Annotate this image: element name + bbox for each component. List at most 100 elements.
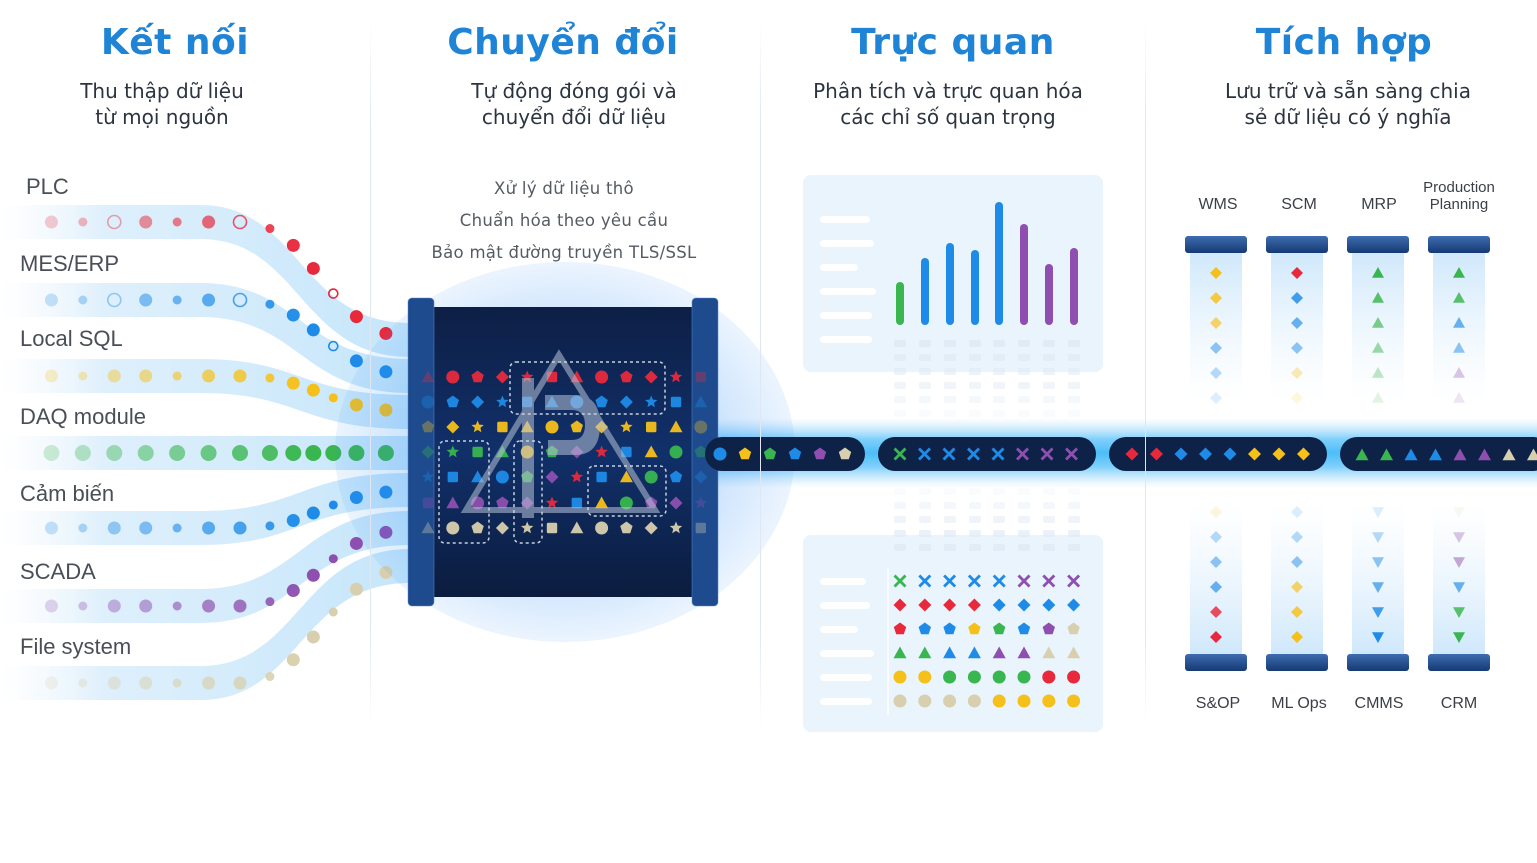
data-packet-diamond-icon <box>495 370 509 384</box>
data-packet-circle-icon <box>349 582 363 596</box>
data-packet-circle-icon <box>261 445 278 461</box>
data-packet-triangle-icon <box>1478 448 1491 461</box>
fade-cell <box>944 382 956 389</box>
data-packet-circle-icon <box>545 420 559 434</box>
data-packet-pentagon-icon <box>620 370 633 383</box>
data-packet-triangle-icon <box>570 521 584 534</box>
data-packet-circle-icon <box>306 383 320 397</box>
data-packet-circle-icon <box>286 238 300 252</box>
data-packet-square-icon <box>472 446 483 458</box>
data-packet-circle-icon <box>44 676 58 690</box>
subtitle-line: Lưu trữ và sẵn sàng chia <box>1225 79 1471 103</box>
fade-cell <box>944 410 956 417</box>
data-packet-diamond-icon <box>943 598 957 612</box>
fade-cell <box>919 516 931 523</box>
data-packet-circle-icon <box>78 217 88 227</box>
fade-cell <box>993 382 1005 389</box>
data-packet-cross-icon <box>1040 447 1054 461</box>
system-label-production-planning: Production Planning <box>1414 179 1504 213</box>
data-packet-star-icon <box>570 470 583 483</box>
data-packet-triangle-icon <box>421 521 435 534</box>
data-packet-diamond-icon <box>1067 598 1081 612</box>
fade-cell <box>1068 410 1080 417</box>
data-packet-diamond-icon <box>694 470 708 484</box>
data-packet-pentagon-icon <box>788 447 802 460</box>
source-ribbons <box>0 205 433 700</box>
data-packet-circle-icon <box>106 445 123 461</box>
data-packet-star-icon <box>496 395 509 408</box>
fade-cell <box>1018 544 1030 551</box>
data-packet-star-icon <box>595 445 608 458</box>
data-packet-triangle-icon <box>421 370 435 383</box>
data-packet-triangle-icon <box>471 470 485 483</box>
data-packet-pentagon-icon <box>1067 622 1080 635</box>
data-packet-cross-icon <box>992 574 1006 588</box>
data-packet-triangle-icon <box>1453 317 1465 328</box>
data-packet-pentagon-icon <box>496 496 509 509</box>
data-packet-triangle-icon <box>1453 342 1465 353</box>
fade-cell <box>993 410 1005 417</box>
data-packet-square-icon <box>646 421 657 433</box>
data-packet-circle-icon <box>967 694 981 708</box>
data-packet-diamond-icon <box>495 521 509 535</box>
data-packet-triangle-icon <box>1067 646 1081 659</box>
data-packet-circle-icon <box>139 676 153 690</box>
data-packet-circle-icon <box>306 506 320 520</box>
data-packet-diamond-icon <box>918 598 932 612</box>
data-packet-circle-icon <box>1017 670 1031 684</box>
data-packet-circle-icon <box>349 310 363 324</box>
data-packet-circle-icon <box>306 630 320 644</box>
data-packet-triangle-icon <box>1372 317 1384 328</box>
data-packet-circle-icon <box>202 676 216 690</box>
data-packet-circle-icon <box>169 445 186 461</box>
data-packet-cross-icon <box>893 574 907 588</box>
fade-cell <box>1043 516 1055 523</box>
data-packet-circle-icon <box>107 599 121 613</box>
data-packet-circle-icon <box>233 369 247 383</box>
data-packet-triangle-icon <box>1453 267 1465 278</box>
data-packet-circle-icon <box>918 670 932 684</box>
data-packet-triangle-icon <box>1355 448 1369 461</box>
data-packet-diamond-icon <box>1210 392 1222 404</box>
data-packet-pentagon-icon <box>943 622 956 635</box>
chart-bar <box>946 243 954 325</box>
system-label-sop: S&OP <box>1195 695 1241 712</box>
data-packet-circle-icon <box>306 261 320 275</box>
system-label-wms: WMS <box>1173 196 1263 213</box>
data-packet-circle-icon <box>172 678 182 688</box>
column-divider <box>370 20 371 730</box>
data-packet-diamond-icon <box>421 445 435 459</box>
data-packet-circle-icon <box>495 470 509 484</box>
data-packet-circle-icon <box>233 676 247 690</box>
feature-raw-processing: Xử lý dữ liệu thô <box>494 179 634 198</box>
data-packet-circle-icon <box>328 393 338 403</box>
data-packet-square-icon <box>695 522 706 534</box>
system-cap-bottom <box>1428 654 1490 671</box>
data-packet-circle-icon <box>328 607 338 617</box>
fade-cell <box>993 396 1005 403</box>
data-packet-triangle-icon <box>1453 392 1465 403</box>
fade-cell <box>1043 502 1055 509</box>
data-packet-diamond-icon <box>1291 367 1303 379</box>
data-packet-circle-icon <box>139 599 153 613</box>
data-packet-star-icon <box>645 395 658 408</box>
data-packet-pentagon-icon <box>669 470 683 483</box>
system-label-mrp: MRP <box>1334 196 1424 213</box>
fade-cell <box>1068 382 1080 389</box>
data-packet-circle-icon <box>694 420 708 434</box>
data-packet-triangle-icon <box>1453 448 1467 461</box>
chart-bar <box>896 282 904 325</box>
data-packet-pentagon-icon <box>595 395 608 408</box>
data-packet-triangle-icon <box>1453 507 1465 518</box>
fade-cell <box>894 354 906 361</box>
fade-cell <box>969 354 981 361</box>
data-packet-diamond-icon <box>1125 447 1139 461</box>
fade-cell <box>1018 530 1030 537</box>
data-packet-diamond-icon <box>1291 631 1303 643</box>
data-packet-circle-icon <box>286 376 300 390</box>
source-label-scada: SCADA <box>20 559 96 584</box>
fade-cell <box>894 544 906 551</box>
data-packet-ring-icon <box>106 292 122 308</box>
data-packet-diamond-icon <box>1291 606 1303 618</box>
